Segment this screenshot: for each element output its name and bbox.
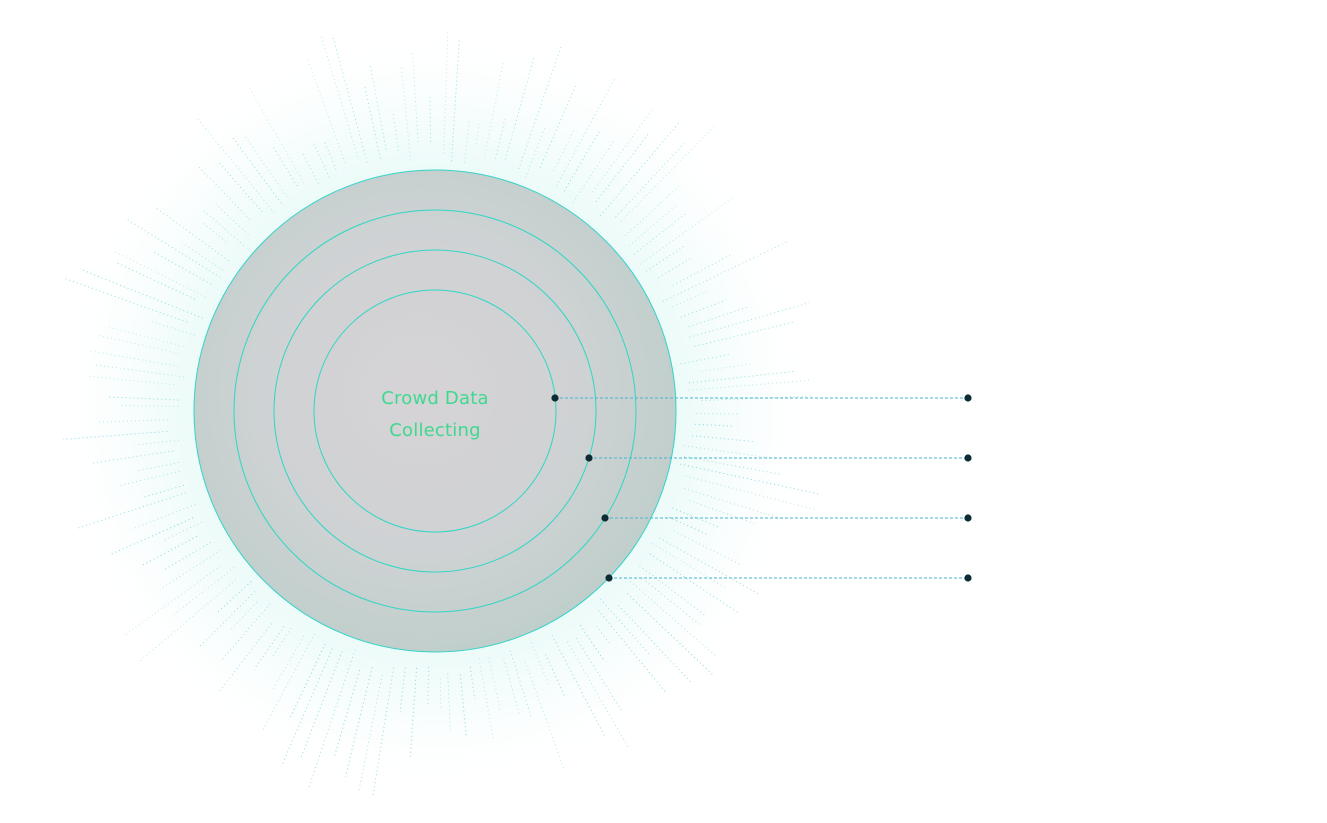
ray-line	[114, 251, 206, 298]
ray-line	[478, 658, 495, 741]
ray-line	[203, 210, 245, 246]
ray-line	[218, 162, 263, 213]
ray-line	[615, 143, 685, 218]
center-label-line-2: Collecting	[389, 420, 480, 441]
ray-line	[469, 666, 476, 700]
ray-line	[639, 197, 733, 265]
callout-end-dot-2	[964, 454, 972, 462]
ray-line	[261, 633, 316, 732]
ray-line	[668, 516, 708, 535]
ray-line	[159, 549, 221, 590]
callout-start-dot-2	[585, 454, 593, 462]
ray-line	[688, 379, 812, 391]
ray-line	[689, 302, 810, 338]
ray-line	[680, 299, 727, 318]
ring-2-circle	[273, 249, 597, 573]
ray-line	[116, 470, 180, 487]
callout-lines	[555, 397, 968, 579]
ray-line	[579, 624, 604, 660]
ray-line	[566, 641, 629, 749]
callout-end-dot-4	[964, 574, 972, 582]
ray-line	[153, 251, 212, 285]
ray-line	[672, 507, 720, 528]
ray-line	[253, 626, 285, 670]
ray-line	[372, 667, 395, 796]
ray-line	[137, 439, 180, 446]
ray-line	[649, 553, 739, 614]
ray-line	[685, 475, 818, 511]
callout-dots	[551, 394, 972, 582]
ray-line	[271, 144, 298, 187]
ring-3-circle	[233, 209, 637, 613]
ray-line	[659, 537, 761, 596]
ray-line	[369, 63, 387, 150]
ray-line	[164, 521, 203, 541]
callout-start-dot-3	[601, 514, 609, 522]
ray-line	[673, 530, 741, 565]
ray-line	[575, 637, 623, 713]
ray-line	[412, 53, 419, 143]
ray-line	[443, 28, 449, 154]
ray-line	[524, 661, 566, 772]
ray-line	[221, 603, 271, 661]
ray-line	[302, 152, 319, 184]
ray-line	[662, 241, 787, 302]
ray-line	[503, 658, 520, 715]
ray-line	[556, 78, 615, 187]
ray-line	[197, 165, 251, 220]
ray-line	[530, 642, 551, 688]
ray-line	[639, 565, 706, 616]
ray-line	[280, 648, 333, 767]
ring-1-circle	[313, 289, 557, 533]
ray-line	[572, 139, 615, 203]
ray-line	[694, 423, 734, 427]
ray-line	[409, 667, 418, 760]
ray-line	[539, 85, 576, 168]
ray-line	[504, 56, 535, 160]
ray-line	[495, 118, 506, 159]
ray-line	[131, 503, 196, 530]
ray-line	[271, 635, 305, 692]
ray-line	[99, 335, 179, 354]
ray-line	[447, 673, 451, 731]
callout-end-dot-3	[964, 514, 972, 522]
callout-end-dot-1	[964, 394, 972, 402]
ray-line	[105, 325, 184, 347]
ray-line	[450, 39, 460, 162]
ray-line	[672, 254, 731, 286]
ray-line	[463, 120, 470, 163]
ray-line	[140, 535, 198, 567]
callout-start-dot-1	[551, 394, 559, 402]
ray-line	[600, 598, 651, 656]
ray-line	[243, 134, 288, 198]
ray-line	[642, 578, 700, 625]
ray-line	[680, 353, 731, 365]
ray-line	[197, 118, 275, 214]
ray-line	[156, 207, 230, 262]
ray-line	[683, 456, 781, 475]
ray-line	[87, 375, 175, 386]
ray-line	[344, 667, 373, 777]
ray-line	[231, 136, 282, 204]
ray-line	[124, 217, 221, 278]
ray-line	[701, 363, 751, 372]
ray-line	[87, 350, 179, 367]
callout-start-dot-4	[605, 574, 613, 582]
ray-line	[691, 435, 755, 443]
ray-line	[618, 604, 691, 683]
radiating-dot-rays	[62, 28, 820, 796]
ray-line	[599, 121, 681, 217]
ray-line	[182, 242, 223, 271]
outer-disc	[193, 169, 677, 653]
ray-line	[272, 627, 292, 657]
ray-line	[364, 86, 381, 159]
ray-line	[308, 649, 356, 788]
ray-line	[624, 185, 680, 236]
center-label-line-1: Crowd Data	[381, 388, 488, 409]
ray-line	[334, 669, 361, 757]
ray-line	[63, 430, 168, 440]
ray-line	[595, 132, 650, 203]
